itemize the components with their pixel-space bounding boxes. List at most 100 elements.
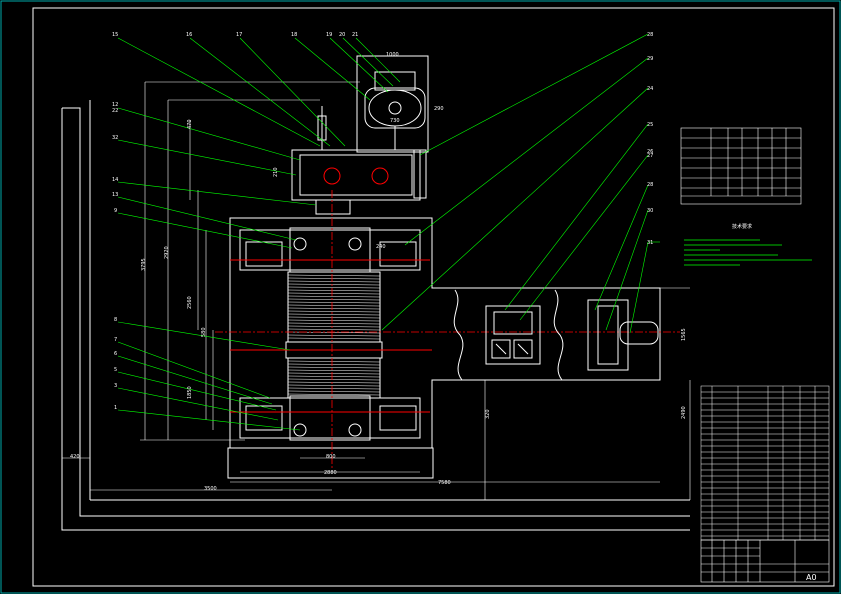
technical-requirements: 技术要求 <box>684 223 812 266</box>
callout-12: 12 <box>112 102 118 108</box>
callout-19: 19 <box>326 32 332 38</box>
dim-290: 290 <box>434 106 444 112</box>
rope-turn <box>287 378 381 381</box>
dim-1000: 1000 <box>386 52 399 58</box>
rope-turn <box>287 310 381 313</box>
rope-turn <box>287 372 381 375</box>
winch-base-frame <box>227 217 661 479</box>
rope-turn <box>287 325 381 328</box>
dim-210: 210 <box>273 167 279 177</box>
rope-turn <box>287 334 381 337</box>
dim-470: 470 <box>187 119 193 129</box>
callout-r2: 29 <box>647 56 653 62</box>
rope-turn <box>287 381 381 384</box>
rope-turn <box>287 369 381 372</box>
rope-turn <box>287 301 381 304</box>
callout-leaders <box>117 33 660 431</box>
callout-labels-right: 28 29 24 25 26 27 28 30 31 <box>647 32 653 246</box>
rope-turn <box>287 322 381 325</box>
rope-turn <box>287 286 381 289</box>
dim-7580: 7580 <box>438 480 451 486</box>
tech-note-title: 技术要求 <box>732 223 752 230</box>
callout-32: 32 <box>112 135 118 141</box>
sheet-size-label: A0 <box>806 573 817 582</box>
dim-730: 730 <box>390 118 400 124</box>
dim-800: 800 <box>326 454 336 460</box>
dim-2490: 2490 <box>681 406 687 419</box>
callout-5: 5 <box>114 367 117 373</box>
dim-1565: 1565 <box>681 328 687 341</box>
dim-420: 420 <box>70 454 80 460</box>
parts-list-table <box>700 385 830 541</box>
callout-r8: 30 <box>647 208 653 214</box>
rope-winding-upper <box>287 274 381 340</box>
dim-2560: 2560 <box>187 296 193 309</box>
rope-turn <box>287 360 381 363</box>
drawing-frame <box>32 7 835 587</box>
callout-20: 20 <box>339 32 345 38</box>
callout-14: 14 <box>112 177 118 183</box>
rope-turn <box>287 295 381 298</box>
rope-turn <box>287 316 381 319</box>
upper-bearing <box>230 227 430 273</box>
callout-r7: 28 <box>647 182 653 188</box>
rope-turn <box>287 319 381 322</box>
rope-turn <box>287 283 381 286</box>
parameter-table <box>680 127 802 205</box>
motor <box>356 55 429 153</box>
dimension-lines-bottom <box>62 287 691 500</box>
drum-middle-flange <box>230 341 432 359</box>
callout-r6: 27 <box>647 153 653 159</box>
rope-turn <box>287 274 381 277</box>
lower-bearing <box>230 395 430 441</box>
callout-9: 9 <box>114 208 117 214</box>
callout-r1: 28 <box>647 32 653 38</box>
callout-16: 16 <box>186 32 192 38</box>
rope-turn <box>287 280 381 283</box>
rope-winding-lower <box>287 360 381 396</box>
rope-drum-upper <box>287 271 381 343</box>
callout-17: 17 <box>236 32 242 38</box>
dim-320: 320 <box>485 409 491 419</box>
rope-turn <box>287 289 381 292</box>
rope-turn <box>287 277 381 280</box>
callout-3: 3 <box>114 383 117 389</box>
sheave-unit <box>587 299 659 371</box>
rope-turn <box>287 393 381 396</box>
callout-22: 22 <box>112 108 118 114</box>
foundation-outline <box>61 100 690 531</box>
callout-8: 8 <box>114 317 117 323</box>
rope-turn <box>287 387 381 390</box>
dim-3795: 3795 <box>141 258 147 271</box>
dimension-lines-left <box>140 81 360 441</box>
dim-240: 240 <box>376 244 386 250</box>
dim-580: 580 <box>201 327 207 337</box>
callout-r3: 24 <box>647 86 653 92</box>
rope-turn <box>287 307 381 310</box>
rope-turn <box>287 337 381 340</box>
callout-18: 18 <box>291 32 297 38</box>
rope-turn <box>287 328 381 331</box>
title-block <box>700 539 830 583</box>
callout-1: 1 <box>114 405 117 411</box>
rope-turn <box>287 304 381 307</box>
callout-7: 7 <box>114 337 117 343</box>
gearbox <box>291 106 427 215</box>
callout-15: 15 <box>112 32 118 38</box>
rope-turn <box>287 384 381 387</box>
rope-turn <box>287 292 381 295</box>
callout-labels-top: 15 16 17 18 19 20 21 <box>112 32 358 38</box>
rope-turn <box>287 363 381 366</box>
callout-6: 6 <box>114 351 117 357</box>
callout-r4: 25 <box>647 122 653 128</box>
brake-unit <box>485 305 541 365</box>
callout-labels-left: 12 22 32 14 13 9 8 7 6 5 3 1 <box>112 102 118 411</box>
rope-turn <box>287 313 381 316</box>
callout-21: 21 <box>352 32 358 38</box>
rope-turn <box>287 375 381 378</box>
rope-turn <box>287 366 381 369</box>
callout-r9: 31 <box>647 240 653 246</box>
dim-2880: 2880 <box>324 470 337 476</box>
